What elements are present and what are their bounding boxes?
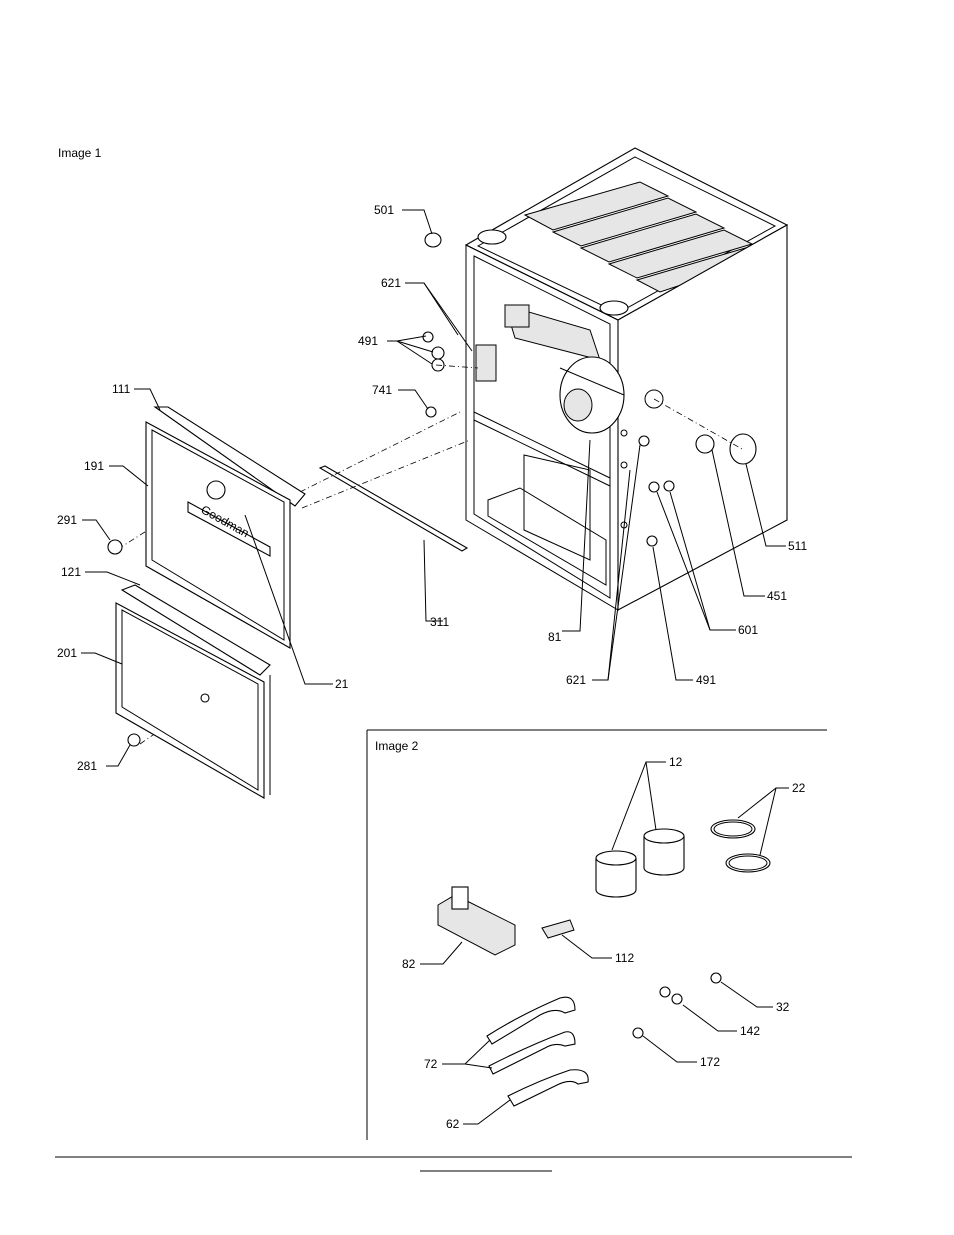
label-191: 191 (84, 459, 104, 473)
label-81: 81 (548, 630, 562, 644)
label-741: 741 (372, 383, 392, 397)
lower-door-panel (115, 584, 271, 799)
label-311: 311 (430, 615, 449, 629)
label-281: 281 (77, 759, 97, 773)
label-201: 201 (57, 646, 77, 660)
knob-291 (107, 539, 123, 555)
label-121: 121 (61, 565, 81, 579)
label-501: 501 (374, 203, 394, 217)
label-451: 451 (767, 589, 787, 603)
label-21: 21 (335, 677, 349, 691)
label-511: 511 (788, 539, 807, 553)
label-82: 82 (402, 957, 416, 971)
label-291: 291 (57, 513, 77, 527)
knob-281 (127, 733, 141, 747)
label-601: 601 (738, 623, 758, 637)
image2-title: Image 2 (375, 739, 419, 753)
loose-parts (422, 232, 757, 465)
label-32: 32 (776, 1000, 790, 1014)
label-22: 22 (792, 781, 806, 795)
label-72: 72 (424, 1057, 438, 1071)
image2-frame (366, 729, 827, 1140)
label-112: 112 (615, 951, 634, 965)
label-621-lower: 621 (566, 673, 586, 687)
label-12: 12 (669, 755, 683, 769)
label-142: 142 (740, 1024, 760, 1038)
inducer-motor (559, 356, 625, 434)
rail-part (318, 465, 469, 552)
upper-door-panel: Goodman (145, 406, 306, 649)
image2-parts (437, 819, 771, 1107)
label-62: 62 (446, 1117, 460, 1131)
furnace-cabinet (464, 147, 789, 611)
image1-title: Image 1 (58, 146, 102, 160)
label-621-upper: 621 (381, 276, 401, 290)
part-labels: 501 621 491 741 111 191 291 121 201 281 … (57, 203, 807, 1131)
label-491-upper: 491 (358, 334, 378, 348)
label-491-lower: 491 (696, 673, 716, 687)
label-172: 172 (700, 1055, 720, 1069)
leader-lines (81, 209, 789, 1125)
label-111: 111 (112, 382, 131, 396)
